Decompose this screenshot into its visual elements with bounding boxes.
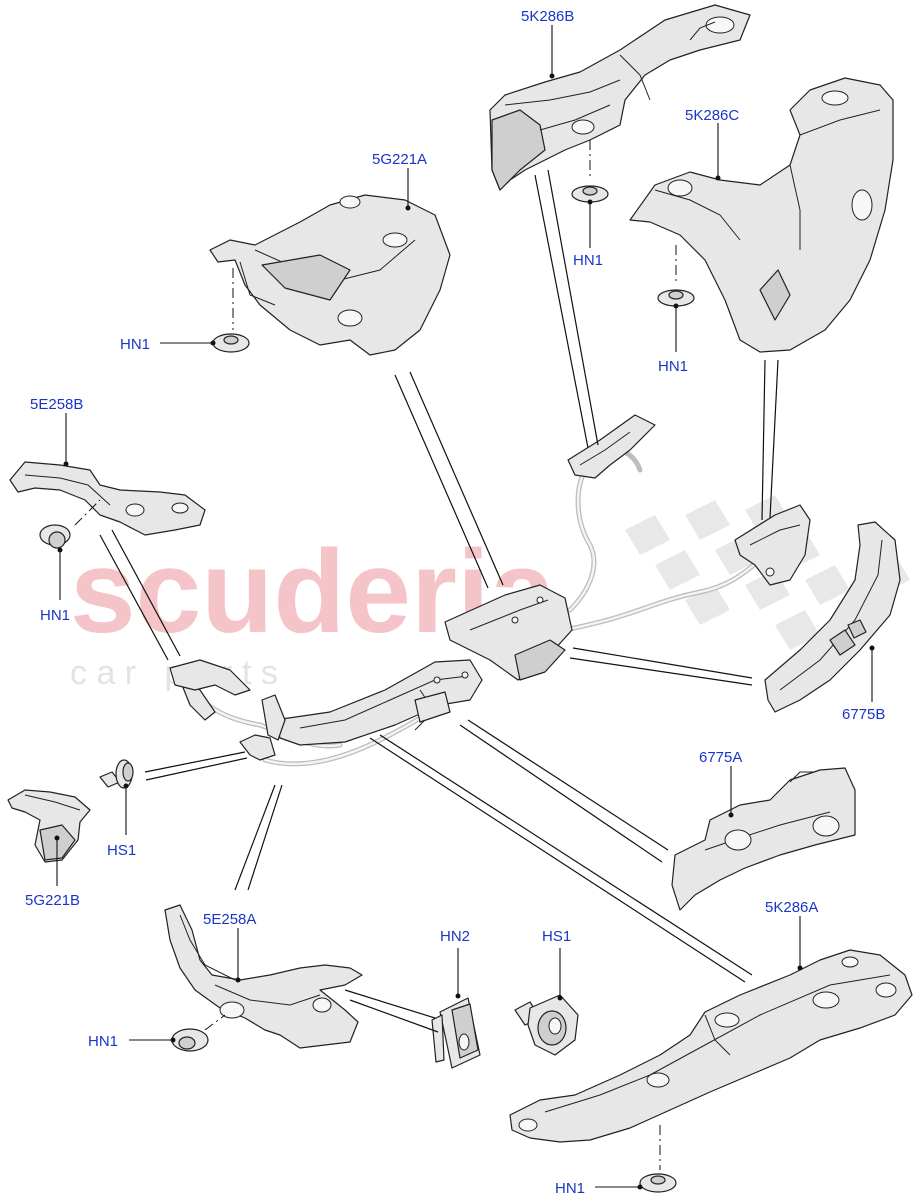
fastener-HS1-a bbox=[99, 759, 134, 835]
central-tunnel-shield bbox=[274, 659, 483, 746]
part-5G221A bbox=[209, 194, 451, 356]
fastener-HN1-b bbox=[571, 140, 609, 248]
label-HN1-c: HN1 bbox=[658, 358, 688, 375]
label-5G221B: 5G221B bbox=[25, 892, 80, 909]
fastener-HN1-c bbox=[657, 245, 695, 352]
label-HS1-b: HS1 bbox=[542, 928, 571, 945]
label-HN1-e: HN1 bbox=[555, 1180, 585, 1197]
label-HN1-d: HN1 bbox=[40, 607, 70, 624]
fastener-HN1-e bbox=[639, 1125, 677, 1193]
fastener-HN1-f bbox=[171, 1014, 226, 1052]
fastener-HN2 bbox=[431, 948, 481, 1069]
label-HS1-a: HS1 bbox=[107, 842, 136, 859]
part-5K286A bbox=[509, 949, 913, 1143]
part-5K286B bbox=[489, 4, 751, 191]
label-5E258A: 5E258A bbox=[203, 911, 256, 928]
label-HN1-b: HN1 bbox=[573, 252, 603, 269]
label-5K286C: 5K286C bbox=[685, 107, 739, 124]
label-HN1-f: HN1 bbox=[88, 1033, 118, 1050]
label-5K286A: 5K286A bbox=[765, 899, 818, 916]
part-6775B bbox=[764, 521, 901, 713]
fastener-HS1-b bbox=[514, 948, 579, 1056]
part-5E258A bbox=[164, 904, 363, 1049]
fastener-HN1-a bbox=[212, 268, 250, 353]
label-HN1-a: HN1 bbox=[120, 336, 150, 353]
label-5E258B: 5E258B bbox=[30, 396, 83, 413]
fastener-HN1-d bbox=[39, 499, 101, 600]
part-labels: 5K286B 5K286C 5G221A HN1 HN1 HN1 5E258B … bbox=[25, 8, 885, 1197]
label-6775B: 6775B bbox=[842, 706, 885, 723]
part-6775A bbox=[671, 767, 856, 911]
label-5K286B: 5K286B bbox=[521, 8, 574, 25]
callout-lines bbox=[99, 169, 779, 1033]
exhaust-system-assembly bbox=[169, 414, 811, 767]
part-5K286C bbox=[629, 77, 894, 353]
label-6775A: 6775A bbox=[699, 749, 742, 766]
label-HN2: HN2 bbox=[440, 928, 470, 945]
label-5G221A: 5G221A bbox=[372, 151, 427, 168]
leader-lines bbox=[54, 25, 875, 1190]
part-5E258B bbox=[9, 461, 206, 536]
part-5G221B bbox=[7, 789, 91, 863]
